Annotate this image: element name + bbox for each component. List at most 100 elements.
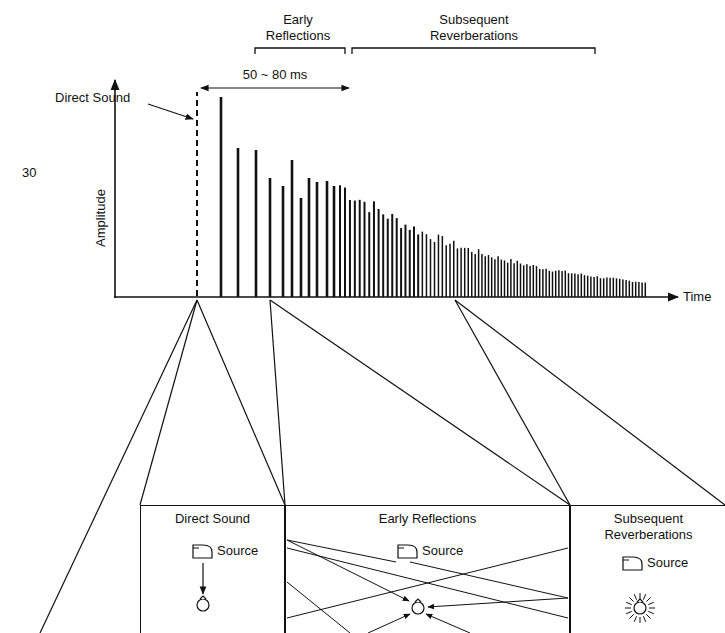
impulse-bar <box>237 148 240 297</box>
impulse-bar <box>269 178 272 297</box>
impulse-bar <box>474 254 476 297</box>
impulse-bar <box>517 261 519 297</box>
impulse-bar <box>460 248 462 297</box>
impulse-bar <box>549 271 551 297</box>
impulse-bar <box>491 257 493 297</box>
panel-heading: Subsequent Reverberations <box>589 511 709 543</box>
piano-icon <box>623 557 642 570</box>
impulse-bar <box>442 236 444 297</box>
source-label: Source <box>422 543 463 559</box>
reflection-path <box>426 614 470 633</box>
impulse-bar <box>333 186 336 297</box>
impulse-bar <box>507 263 509 297</box>
reflection-path <box>287 548 568 618</box>
impulse-bar <box>600 278 602 297</box>
impulse-bar <box>497 256 499 297</box>
sound-ray <box>648 602 654 604</box>
impulse-bar <box>555 271 557 297</box>
sound-ray <box>648 611 654 613</box>
label-holder: Amplitude <box>93 189 109 247</box>
impulse-bar <box>488 255 490 297</box>
impulse-bar <box>316 182 319 297</box>
impulse-bar <box>603 278 605 297</box>
impulse-bar <box>619 279 621 297</box>
impulse-bar <box>539 269 541 297</box>
impulse-bar <box>597 276 599 297</box>
impulse-bar <box>400 228 402 297</box>
impulse-bar <box>613 278 615 297</box>
impulse-bar <box>616 278 618 297</box>
impulse-bar <box>255 150 258 297</box>
reflection-path <box>287 582 350 633</box>
callout-label: Direct Sound <box>55 90 130 106</box>
listener-nose <box>637 599 643 602</box>
sound-ray <box>625 608 631 609</box>
impulse-bar <box>561 271 563 297</box>
zoom-lines <box>40 300 725 633</box>
sound-ray <box>634 616 636 622</box>
impulse-bar <box>533 265 535 297</box>
impulse-bar <box>529 266 531 297</box>
sound-ray <box>640 593 641 599</box>
impulse-bar <box>552 272 554 297</box>
impulse-bar <box>510 259 512 297</box>
impulse-bar <box>349 200 351 297</box>
impulse-bar <box>453 241 455 297</box>
impulse-bar <box>291 160 294 297</box>
impulse-bar <box>373 201 375 297</box>
sound-ray <box>634 594 636 600</box>
page-number: 30 <box>22 165 36 181</box>
impulse-bar <box>434 242 436 297</box>
impulse-bar <box>485 256 487 297</box>
impulse-bar <box>536 266 538 297</box>
impulse-bar <box>438 235 440 297</box>
impulse-bar <box>413 227 415 297</box>
dimension-label: 50 ~ 80 ms <box>243 67 308 83</box>
y-axis <box>114 80 116 298</box>
impulse-bar <box>568 273 570 297</box>
impulse-bar <box>481 254 483 297</box>
impulse-bar <box>339 185 341 297</box>
impulse-bar <box>635 282 637 297</box>
impulse-bar <box>542 269 544 297</box>
impulse-bar <box>526 264 528 297</box>
sound-ray <box>626 602 632 604</box>
impulse-bar <box>430 239 432 297</box>
impulse-bar <box>520 264 522 297</box>
impulse-bar <box>571 273 573 297</box>
bracket <box>352 48 595 54</box>
impulse-bar <box>471 252 473 297</box>
impulse-bar <box>391 214 393 297</box>
sound-ray <box>629 597 633 601</box>
impulse-bar <box>364 202 366 297</box>
impulse-bar <box>513 263 515 297</box>
label-holder: Direct Sound <box>55 90 130 106</box>
impulse-bar <box>645 283 647 297</box>
label-holder: Subsequent Reverberations <box>414 12 534 44</box>
sound-ray <box>649 608 655 609</box>
impulse-bar <box>501 260 503 297</box>
impulse-bar <box>625 280 627 297</box>
zoom-line <box>270 300 570 505</box>
reflection-path <box>287 548 568 618</box>
leader-line <box>148 104 193 119</box>
listener-heads <box>197 596 646 614</box>
piano-icons <box>193 545 642 570</box>
direct-sound-impulse <box>196 92 198 296</box>
listener-nose <box>415 599 421 602</box>
impulse-bar <box>609 278 611 297</box>
impulse-bar <box>587 276 589 297</box>
sound-ray <box>640 617 641 623</box>
panel-heading: Early Reflections <box>353 511 503 527</box>
zoom-panel: Subsequent ReverberationsSource <box>570 505 725 633</box>
impulse-bar <box>504 260 506 297</box>
impulse-bar <box>584 275 586 297</box>
impulse-bar <box>409 230 411 297</box>
zoom-panel: Early ReflectionsSource <box>285 505 570 633</box>
listener-head <box>634 602 646 614</box>
reverberation-burst <box>625 593 655 623</box>
zoom-line <box>455 300 725 505</box>
zoom-line <box>197 300 285 505</box>
impulse-bar <box>300 198 303 297</box>
impulse-bar <box>282 186 285 297</box>
